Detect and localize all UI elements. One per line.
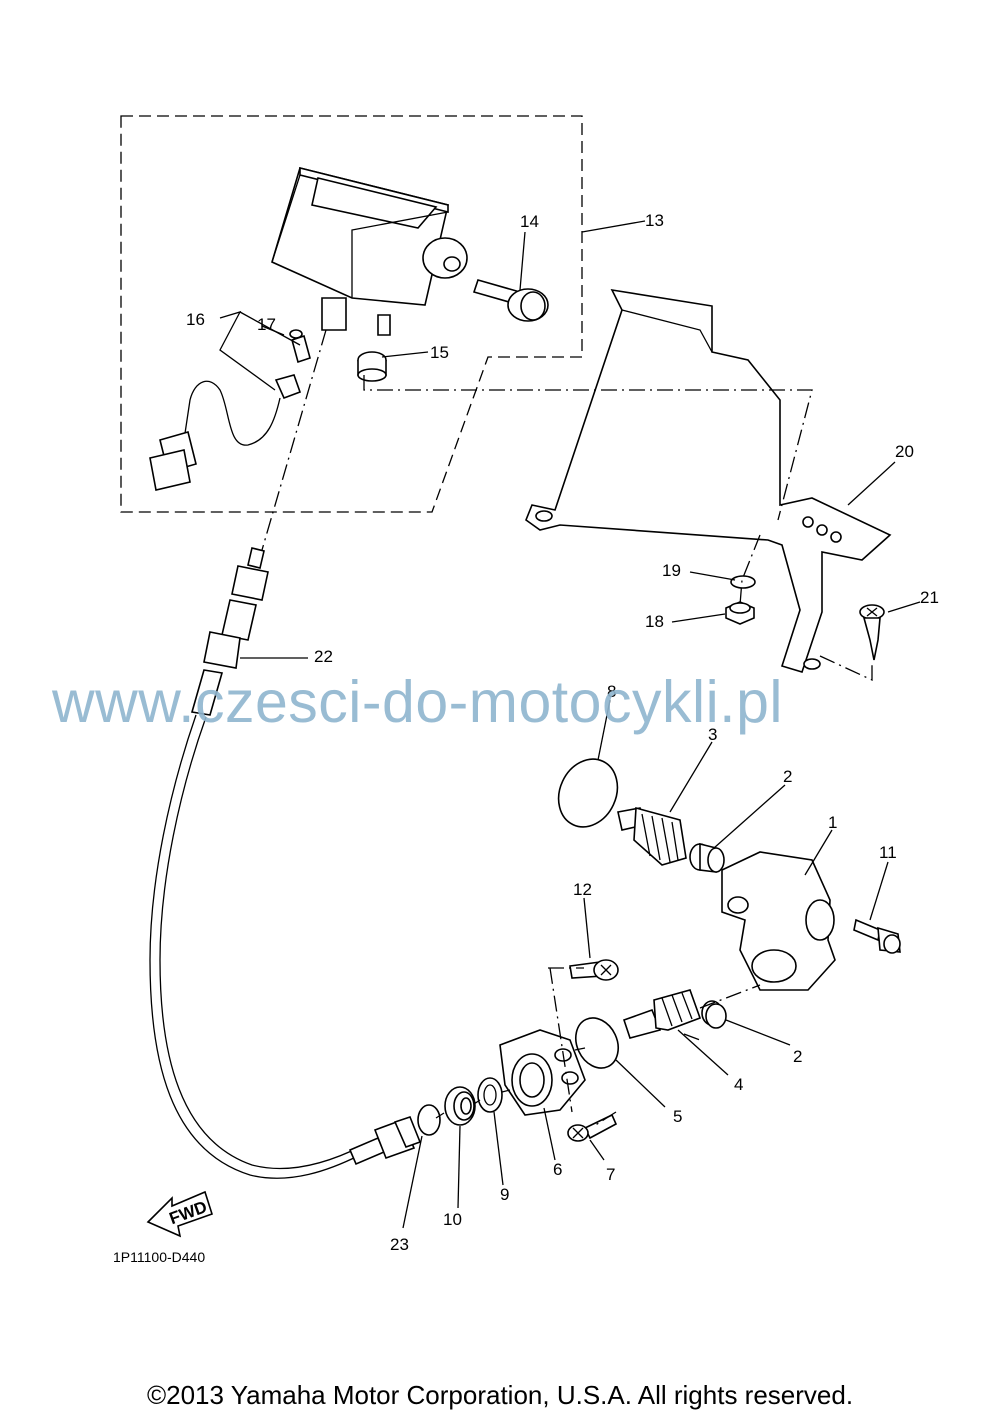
watermark: www.czesci-do-motocykli.pl	[52, 669, 783, 735]
callout-23: 23	[390, 1235, 409, 1254]
callout-10: 10	[443, 1210, 462, 1229]
socket-cord	[149, 374, 302, 491]
o-ring-small	[417, 1104, 441, 1136]
callout-20: 20	[895, 442, 914, 461]
washer-thin-inner	[483, 1084, 497, 1106]
reset-knob	[472, 279, 549, 322]
assembly-boundary-13	[120, 115, 583, 513]
gear-unit-housing	[721, 851, 836, 991]
nut	[725, 601, 755, 625]
callout-18: 18	[645, 612, 664, 631]
callout-12: 12	[573, 880, 592, 899]
callout-19: 19	[662, 561, 681, 580]
meter-assembly	[271, 166, 468, 336]
oil-seal	[444, 1086, 476, 1126]
diagram-code: 1P11100-D440	[113, 1249, 206, 1265]
drive-gear	[617, 806, 687, 866]
gear-housing	[499, 1029, 586, 1116]
o-ring-large	[557, 758, 619, 828]
meter-bracket	[525, 288, 892, 673]
callout-5: 5	[673, 1107, 682, 1126]
screw-upper	[569, 959, 619, 981]
callout-17: 17	[257, 315, 276, 334]
bushing-upper	[689, 842, 725, 873]
callout-13: 13	[645, 211, 664, 230]
callout-3: 3	[708, 725, 717, 744]
meter-cable	[149, 329, 422, 1179]
callout-6: 6	[553, 1160, 562, 1179]
driven-gear	[622, 989, 702, 1039]
copyright-notice: ©2013 Yamaha Motor Corporation, U.S.A. A…	[146, 1380, 854, 1410]
grommet	[357, 351, 387, 382]
callout-2-upper: 2	[783, 767, 792, 786]
leader-lines	[219, 220, 921, 1229]
callout-15: 15	[430, 343, 449, 362]
callout-14: 14	[520, 212, 539, 231]
screw	[859, 604, 885, 661]
callout-1: 1	[828, 813, 837, 832]
callout-16: 16	[186, 310, 205, 329]
screw-lower	[567, 1113, 618, 1142]
callout-8: 8	[607, 682, 616, 701]
bushing-lower	[701, 1000, 727, 1029]
washer	[730, 575, 756, 589]
callout-labels: 1 2 2 3 4 5 6 7 8 9 10 11 12 13 14 15 16…	[186, 211, 939, 1254]
callout-22: 22	[314, 647, 333, 666]
fwd-arrow: FWD	[146, 1190, 213, 1238]
bulb	[289, 329, 311, 364]
callout-9: 9	[500, 1185, 509, 1204]
bolt	[853, 918, 901, 954]
o-ring	[575, 1017, 619, 1069]
callout-2-lower: 2	[793, 1047, 802, 1066]
callout-21: 21	[920, 588, 939, 607]
fwd-label: FWD	[167, 1197, 210, 1228]
callout-7: 7	[606, 1165, 615, 1184]
callout-11: 11	[879, 843, 897, 862]
washer-thin	[477, 1077, 503, 1113]
callout-4: 4	[734, 1075, 743, 1094]
